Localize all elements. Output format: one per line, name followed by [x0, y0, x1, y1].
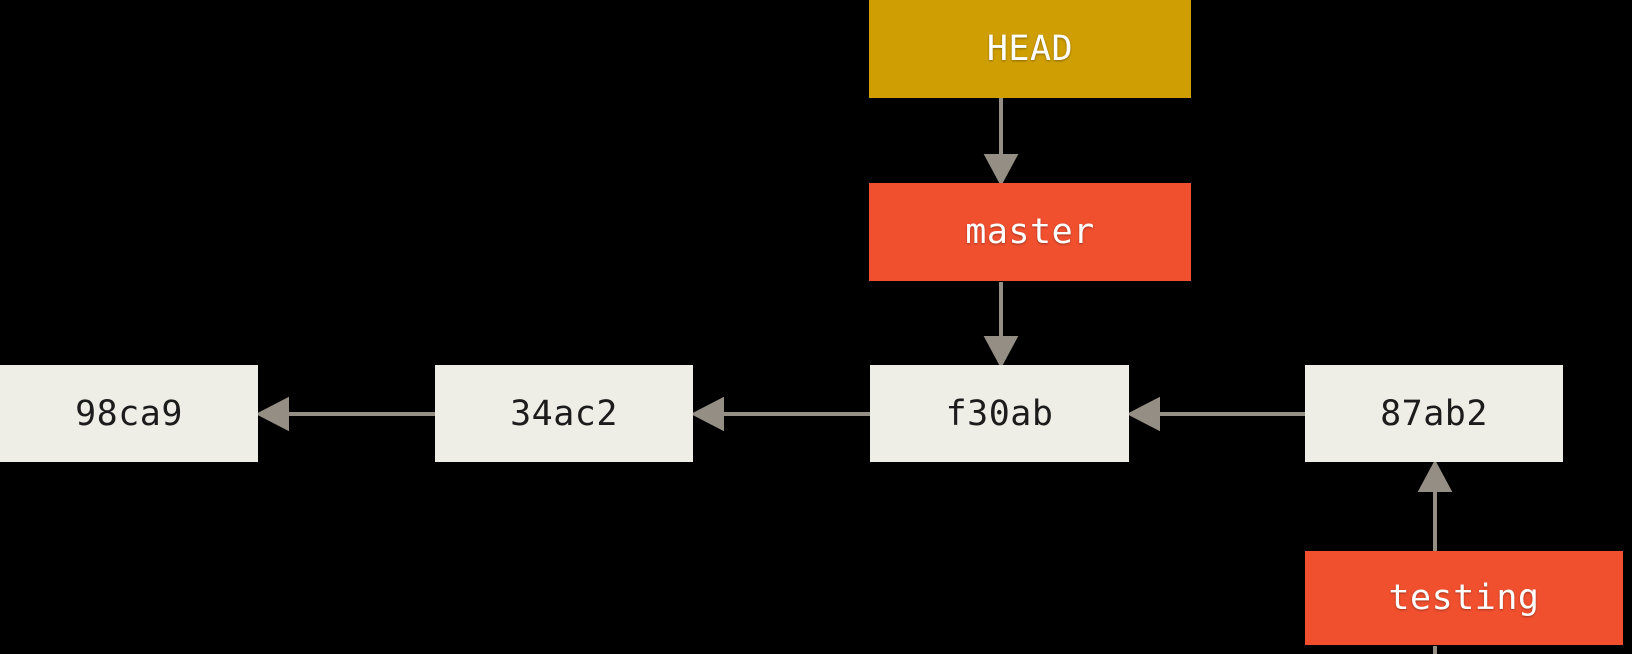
arrow-testing-to-87ab2 — [1417, 459, 1453, 551]
arrow-34ac2-to-98ca9 — [255, 396, 435, 432]
commit-box-98ca9: 98ca9 — [0, 365, 258, 462]
branch-label-testing: testing — [1388, 578, 1540, 618]
commit-box-87ab2: 87ab2 — [1305, 365, 1563, 462]
arrow-f30ab-to-34ac2 — [690, 396, 870, 432]
commit-label-f30ab: f30ab — [945, 393, 1054, 434]
arrowhead-left-icon — [1126, 396, 1160, 432]
arrow-head-to-master — [983, 98, 1019, 187]
arrowhead-down-icon — [983, 154, 1019, 187]
head-pointer-label: HEAD — [986, 29, 1074, 69]
arrow-87ab2-to-f30ab — [1126, 396, 1305, 432]
commit-label-98ca9: 98ca9 — [75, 393, 183, 434]
branch-label-master: master — [965, 212, 1095, 252]
branch-box-testing: testing — [1305, 551, 1623, 645]
commit-box-f30ab: f30ab — [870, 365, 1129, 462]
arrow-master-to-f30ab — [983, 282, 1019, 369]
commit-label-87ab2: 87ab2 — [1380, 393, 1488, 434]
commit-label-34ac2: 34ac2 — [510, 393, 618, 434]
branch-box-master: master — [869, 183, 1191, 281]
arrowhead-left-icon — [255, 396, 289, 432]
arrowhead-left-icon — [690, 396, 724, 432]
commit-box-34ac2: 34ac2 — [435, 365, 693, 462]
arrowhead-up-icon — [1417, 459, 1453, 492]
arrowhead-down-icon — [983, 336, 1019, 369]
head-pointer-box: HEAD — [869, 0, 1191, 98]
